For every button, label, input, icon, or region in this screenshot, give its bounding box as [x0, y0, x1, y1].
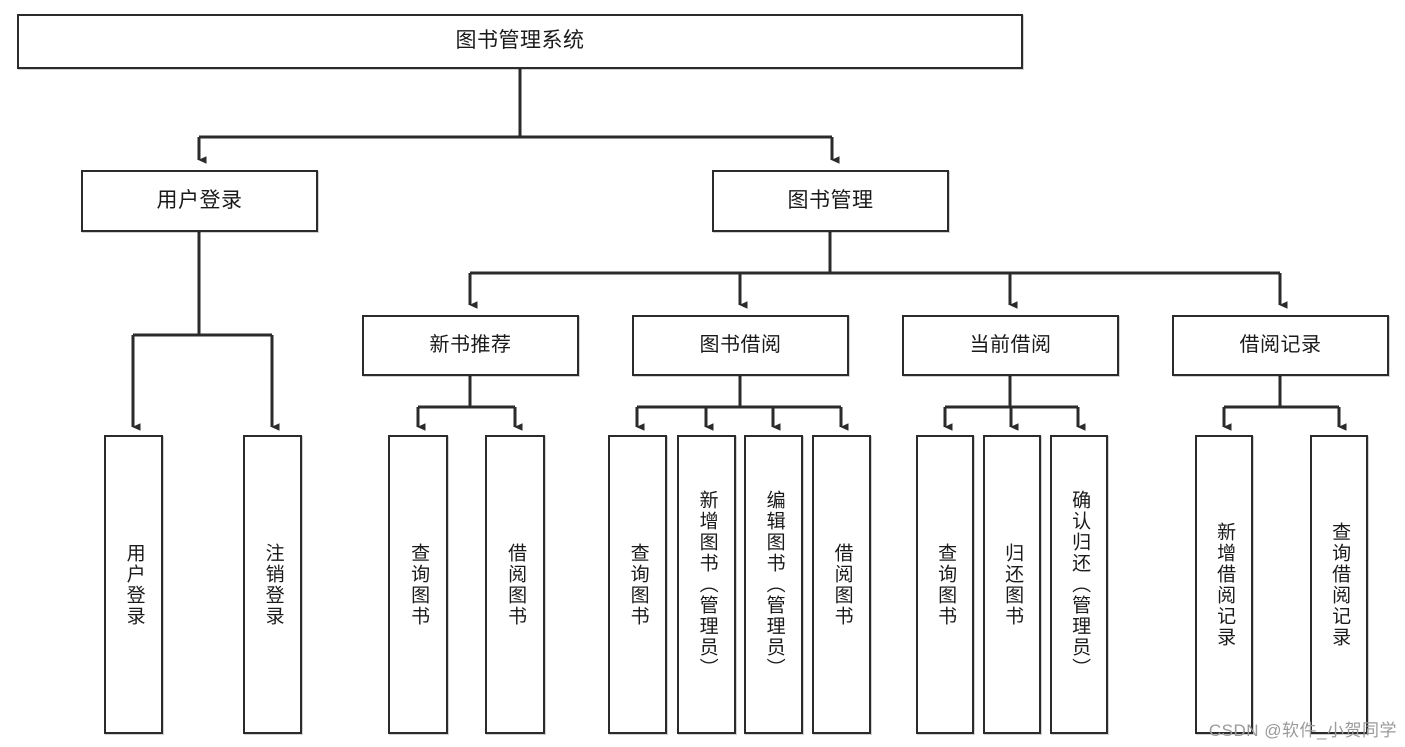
leaf-records-add-record[interactable]: 新增借阅记录 — [1195, 435, 1253, 734]
leaf-borrow-edit-book-admin[interactable]: 编辑图书（管理员） — [744, 435, 803, 734]
node-label: 新书推荐 — [429, 334, 512, 356]
leaf-records-query-record[interactable]: 查询借阅记录 — [1310, 435, 1368, 734]
node-label: 查询图书 — [627, 542, 649, 627]
leaf-current-return-book[interactable]: 归还图书 — [983, 435, 1041, 734]
node-root-system[interactable]: 图书管理系统 — [17, 14, 1023, 69]
node-label: 借阅记录 — [1239, 334, 1322, 356]
node-label: 确认归还（管理员） — [1069, 490, 1091, 679]
node-label: 新增图书（管理员） — [696, 490, 718, 679]
leaf-user-login-login[interactable]: 用户登录 — [104, 435, 163, 734]
leaf-borrow-add-book-admin[interactable]: 新增图书（管理员） — [677, 435, 736, 734]
node-label: 图书借阅 — [699, 334, 782, 356]
leaf-user-login-logout[interactable]: 注销登录 — [243, 435, 302, 734]
node-new-book-recommend[interactable]: 新书推荐 — [362, 315, 579, 376]
node-current-borrow[interactable]: 当前借阅 — [902, 315, 1119, 376]
leaf-recommend-query-book[interactable]: 查询图书 — [388, 435, 448, 734]
node-borrow-records[interactable]: 借阅记录 — [1172, 315, 1389, 376]
node-label: 编辑图书（管理员） — [763, 490, 785, 679]
node-label: 借阅图书 — [831, 542, 853, 627]
node-label: 注销登录 — [262, 542, 284, 627]
node-label: 用户登录 — [123, 542, 145, 627]
node-label: 用户登录 — [156, 188, 243, 212]
node-label: 借阅图书 — [505, 542, 527, 627]
node-label: 查询图书 — [935, 542, 957, 627]
node-label: 图书管理系统 — [455, 29, 585, 53]
node-book-management[interactable]: 图书管理 — [712, 170, 949, 232]
node-label: 当前借阅 — [969, 334, 1052, 356]
node-label: 查询图书 — [408, 542, 430, 627]
leaf-current-confirm-return-admin[interactable]: 确认归还（管理员） — [1050, 435, 1108, 734]
leaf-current-query-book[interactable]: 查询图书 — [916, 435, 974, 734]
leaf-recommend-borrow-book[interactable]: 借阅图书 — [485, 435, 545, 734]
node-book-borrow[interactable]: 图书借阅 — [632, 315, 849, 376]
node-user-login[interactable]: 用户登录 — [81, 170, 318, 232]
node-label: 图书管理 — [787, 188, 874, 212]
node-label: 新增借阅记录 — [1214, 521, 1236, 648]
node-label: 查询借阅记录 — [1329, 521, 1351, 648]
watermark-text: CSDN @软件_小贺同学 — [1208, 721, 1397, 740]
leaf-borrow-borrow-book[interactable]: 借阅图书 — [812, 435, 871, 734]
leaf-borrow-query-book[interactable]: 查询图书 — [608, 435, 667, 734]
node-label: 归还图书 — [1002, 542, 1024, 627]
